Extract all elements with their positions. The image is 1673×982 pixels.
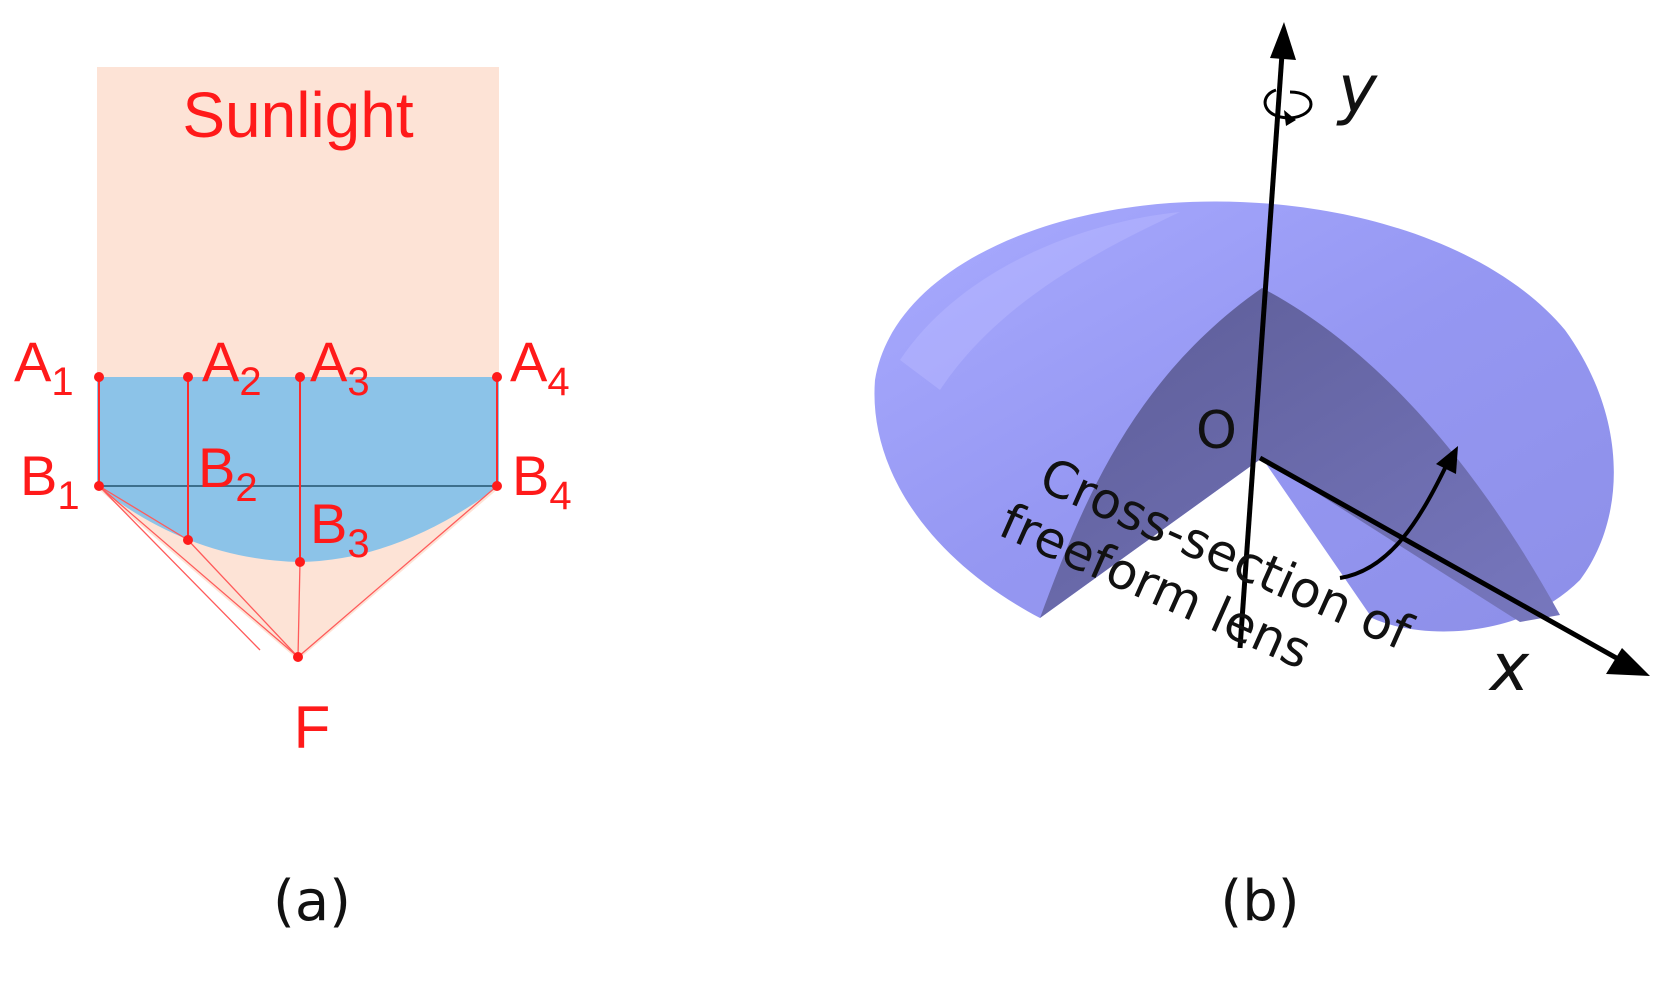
ray-b3-f <box>297 561 301 658</box>
x-axis <box>1258 455 1622 663</box>
label-a2: A2 <box>202 330 262 404</box>
y-axis <box>1237 39 1286 649</box>
ray-b1-f-2 <box>98 485 261 651</box>
axis-x-label: x <box>1488 629 1530 706</box>
vertical-rays <box>98 377 498 562</box>
panel-b: y x O Cross-section of freeform lens (b) <box>874 22 1650 934</box>
label-b4: B4 <box>512 444 572 518</box>
label-a1: A1 <box>14 330 74 404</box>
sunlight-region <box>97 67 499 380</box>
axis-y-label: y <box>1336 51 1378 128</box>
ray-b2-f-2 <box>98 485 189 541</box>
point-a1 <box>94 372 104 382</box>
label-a4: A4 <box>510 330 570 404</box>
label-f: F <box>294 694 331 761</box>
x-axis-arrowhead <box>1606 648 1650 676</box>
lens-body <box>97 377 499 562</box>
rotation-icon <box>1263 88 1313 126</box>
caption-a: (a) <box>273 869 351 934</box>
panel-a: Sunlight A1 A2 A3 A4 B1 B2 B3 B4 F (a) <box>14 67 572 934</box>
label-a3: A3 <box>310 330 370 404</box>
ray-b1-f <box>98 485 299 658</box>
origin-label: O <box>1196 401 1237 461</box>
lens-cross-section <box>1040 288 1560 622</box>
ray-b4-f <box>297 485 498 658</box>
point-b4 <box>492 481 502 491</box>
point-a3 <box>295 372 305 382</box>
point-a4 <box>492 372 502 382</box>
y-axis-arrowhead <box>1270 22 1296 60</box>
caption-b: (b) <box>1220 869 1299 934</box>
point-a2 <box>183 372 193 382</box>
label-b2: B2 <box>198 436 258 510</box>
point-b3 <box>295 557 305 567</box>
point-b1 <box>94 481 104 491</box>
label-b3: B3 <box>310 492 370 566</box>
point-markers <box>94 372 502 662</box>
sunlight-label: Sunlight <box>182 79 414 151</box>
lens-highlight <box>900 212 1180 390</box>
point-f <box>293 652 303 662</box>
ray-b2-f <box>187 539 299 658</box>
label-b1: B1 <box>20 444 80 518</box>
curved-arrow <box>1339 446 1458 580</box>
point-b2 <box>183 535 193 545</box>
refracted-rays <box>98 485 498 658</box>
